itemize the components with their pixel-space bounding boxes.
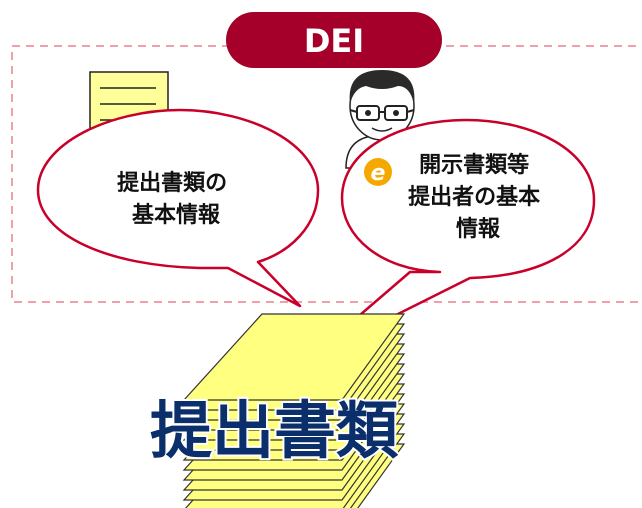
stack-title: 提出書類 xyxy=(150,394,399,467)
dei-header-label: DEI xyxy=(304,22,364,60)
left-bubble-line-2: 基本情報 xyxy=(132,202,221,228)
right-bubble-text: 開示書類等 提出者の基本 情報 xyxy=(408,152,548,242)
paper-sheet xyxy=(182,313,406,401)
dei-header: DEI xyxy=(226,12,442,68)
svg-text:e: e xyxy=(371,161,386,186)
left-bubble-text: 提出書類の 基本情報 xyxy=(117,170,235,228)
paper-stack-icon xyxy=(182,313,406,508)
e-badge-icon: e xyxy=(364,158,392,186)
right-bubble-line-3: 情報 xyxy=(456,216,501,242)
right-bubble-line-1: 開示書類等 xyxy=(419,152,529,178)
left-speech-bubble xyxy=(36,108,320,308)
right-bubble-line-2: 提出者の基本 xyxy=(408,184,540,210)
left-bubble-line-1: 提出書類の xyxy=(117,170,227,196)
